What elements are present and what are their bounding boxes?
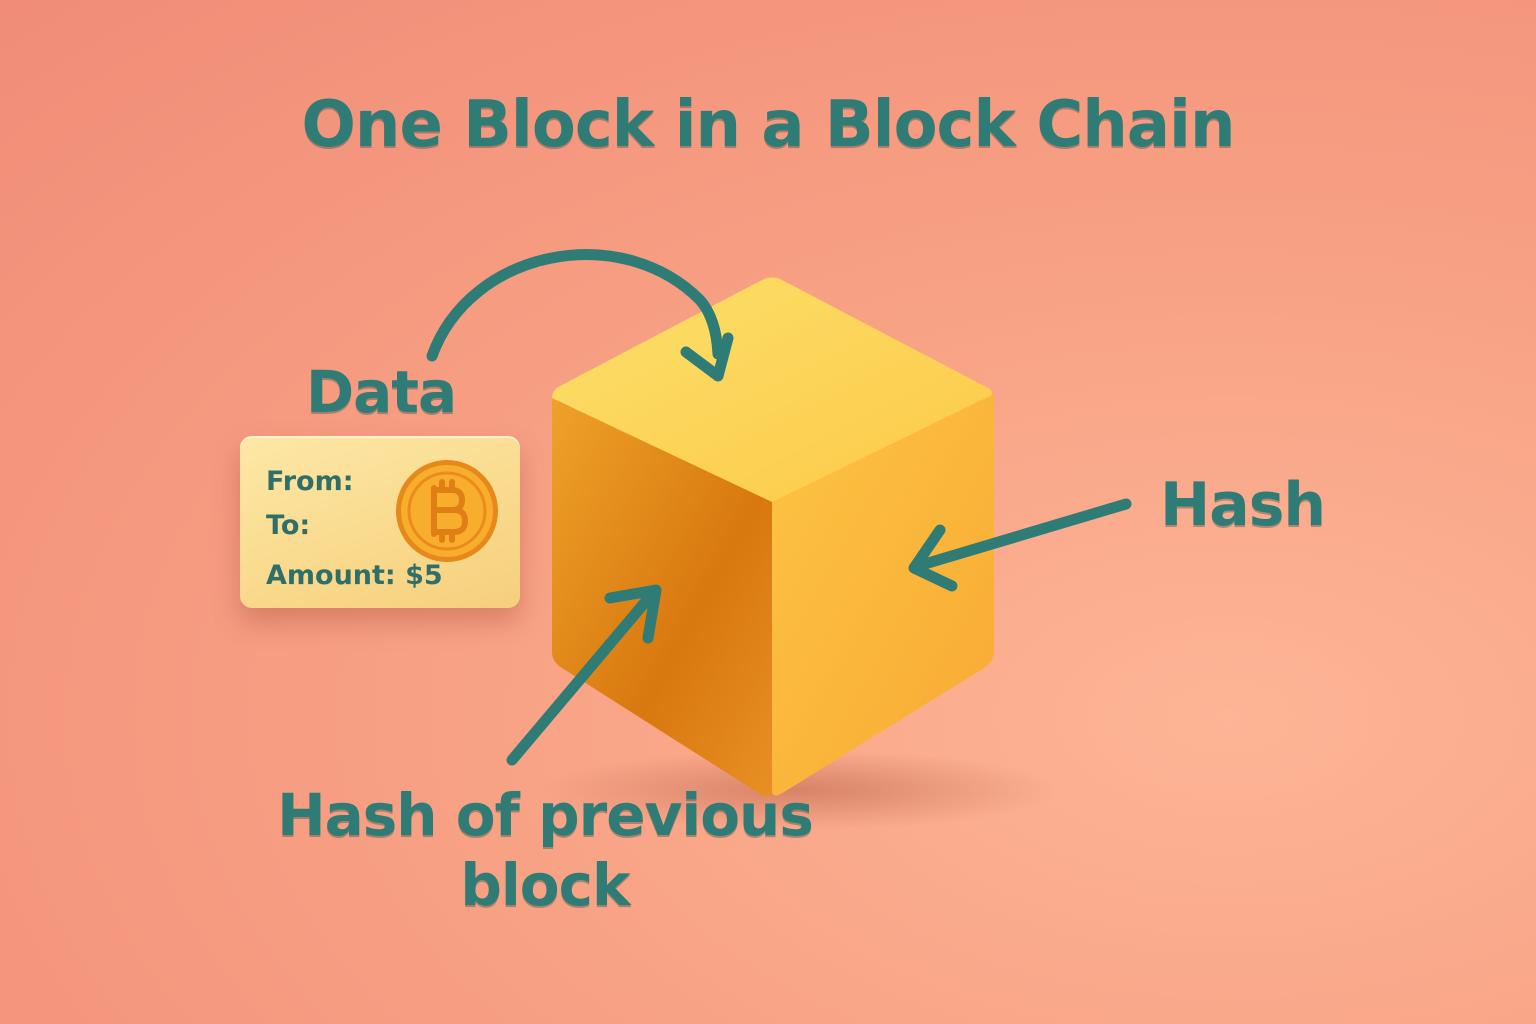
transaction-card: From: To: Amount: $5 — [240, 436, 520, 608]
hash-label: Hash — [1160, 470, 1326, 540]
data-label: Data — [306, 358, 457, 426]
cube-top-face — [552, 277, 992, 502]
diagram-title: One Block in a Block Chain — [301, 88, 1235, 162]
card-to-field: To: — [266, 510, 311, 541]
bitcoin-coin-icon — [396, 460, 498, 562]
cube-shadow — [540, 750, 1060, 830]
prev-hash-arrow — [506, 584, 662, 766]
hash-arrow — [908, 498, 1132, 592]
card-amount-field: Amount: $5 — [266, 560, 443, 591]
previous-hash-label: Hash of previous block — [277, 781, 814, 919]
cube-right-face — [772, 394, 994, 796]
card-from-field: From: — [266, 466, 354, 497]
data-arrow — [426, 249, 734, 382]
cube-left-face — [552, 398, 772, 797]
